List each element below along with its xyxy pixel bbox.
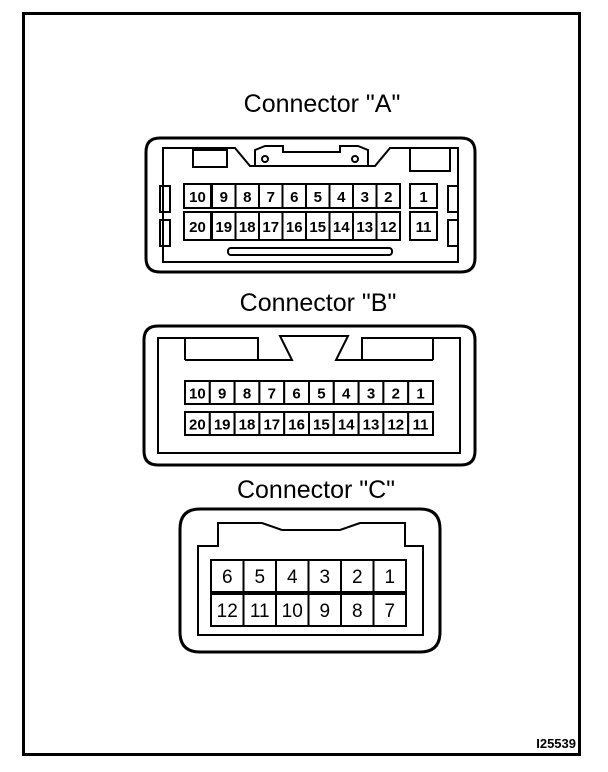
connector-a-pin-5: 5 — [314, 189, 322, 206]
connector-a-top-cell-2 — [375, 183, 401, 209]
connector-b-pin-1: 1 — [416, 386, 424, 403]
connector-a-inner-wall — [162, 147, 459, 263]
connector-a-pin-20: 20 — [189, 219, 206, 236]
connector-a-pin-14: 14 — [333, 219, 350, 236]
connector-c-top-cell-3 — [307, 559, 342, 593]
connector-a-pin-9: 9 — [220, 189, 228, 206]
connector-a-top-cell-1 — [409, 183, 438, 209]
connector-a-pin-11: 11 — [416, 219, 432, 236]
connector-c-title: Connector "C" — [237, 476, 395, 504]
connector-b-pin-14: 14 — [338, 417, 355, 434]
connector-b-housing — [142, 324, 477, 467]
connector-c-pin-8: 8 — [352, 601, 363, 622]
connector-b-pin-6: 6 — [292, 386, 300, 403]
connector-b-pin-4: 4 — [342, 386, 351, 403]
connector-b-pin-9: 9 — [218, 386, 226, 403]
connector-c-housing — [178, 507, 442, 654]
connector-a-pin-17: 17 — [262, 219, 279, 236]
connector-b-pin-18: 18 — [239, 417, 256, 434]
connector-b-pin-10: 10 — [189, 386, 206, 403]
connector-a-pin-6: 6 — [290, 189, 298, 206]
connector-c-pin-5: 5 — [254, 567, 265, 588]
connector-b-pin-3: 3 — [367, 386, 375, 403]
connector-a-bottom-cell-12 — [375, 211, 401, 241]
connector-a-title: Connector "A" — [244, 90, 401, 118]
connector-c-top-cell-2 — [340, 559, 375, 593]
connector-b-pin-15: 15 — [313, 417, 330, 434]
connector-b-pin-19: 19 — [214, 417, 231, 434]
connector-a-pin-12: 12 — [380, 219, 397, 236]
connector-c-pin-2: 2 — [352, 567, 363, 588]
connector-a-pin-13: 13 — [356, 219, 373, 236]
connector-c-top-cell-1 — [372, 559, 407, 593]
connector-a-latch-left — [192, 149, 228, 168]
connector-a-pin-15: 15 — [309, 219, 326, 236]
connector-a-pin-7: 7 — [267, 189, 275, 206]
connector-a-lock-hole-right — [351, 155, 359, 163]
connector-a-pin-2: 2 — [384, 189, 392, 206]
connector-a-bottom-cell-11 — [409, 211, 438, 241]
connector-a-pin-10: 10 — [189, 189, 206, 206]
connector-a-latch-right — [409, 147, 451, 172]
figure-code: I25539 — [536, 736, 576, 751]
connector-c-pin-6: 6 — [222, 567, 233, 588]
connector-c-bottom-cell-7 — [372, 593, 407, 627]
connector-c-pin-10: 10 — [282, 601, 303, 622]
connector-a-pin-18: 18 — [239, 219, 256, 236]
connector-a-bottom-cell-20 — [183, 211, 212, 241]
connector-c-pin-11: 11 — [250, 601, 270, 622]
connector-c-inner-wall — [197, 522, 424, 636]
connector-a-pin-4: 4 — [337, 189, 346, 206]
connector-a-rib-right-top — [447, 185, 459, 213]
connector-a-pin-1: 1 — [419, 189, 427, 206]
connector-b-pin-17: 17 — [263, 417, 280, 434]
connector-b-pin-5: 5 — [317, 386, 325, 403]
connector-a-pin-16: 16 — [286, 219, 303, 236]
connector-c-bottom-cell-11 — [242, 593, 277, 627]
connector-a-lock-tab — [254, 145, 369, 167]
connector-a-pin-19: 19 — [215, 219, 232, 236]
connector-b-pin-13: 13 — [363, 417, 380, 434]
connector-c-top-cell-4 — [275, 559, 310, 593]
connector-a-housing — [144, 136, 477, 274]
connector-c-pin-12: 12 — [217, 601, 238, 622]
connector-b-top-cell-1 — [407, 380, 435, 405]
connector-b-pin-12: 12 — [387, 417, 404, 434]
connector-b-pin-8: 8 — [243, 386, 251, 403]
connector-b-pin-7: 7 — [268, 386, 276, 403]
connector-a-rib-right-bottom — [447, 219, 459, 247]
connector-b-pin-20: 20 — [189, 417, 206, 434]
connector-b-pin-11: 11 — [413, 417, 429, 434]
connector-c-top-cell-5 — [242, 559, 277, 593]
connector-b-title: Connector "B" — [240, 289, 397, 317]
connector-a-lock-hole-left — [261, 155, 269, 163]
connector-b-bottom-cell-11 — [407, 411, 435, 436]
connector-a-pin-3: 3 — [361, 189, 369, 206]
connector-a-rib-left-top — [159, 185, 171, 213]
connector-a-pin-8: 8 — [243, 189, 251, 206]
connector-c-pin-3: 3 — [319, 567, 330, 588]
connector-c-pin-4: 4 — [287, 567, 298, 588]
connector-a-bottom-slot — [227, 247, 393, 256]
connector-b-pin-16: 16 — [288, 417, 305, 434]
connector-a-rib-left-bottom — [159, 219, 171, 247]
connector-c-pin-7: 7 — [384, 601, 395, 622]
connector-c-pin-1: 1 — [384, 567, 395, 588]
connector-c-pin-9: 9 — [319, 601, 330, 622]
connector-b-pin-2: 2 — [392, 386, 400, 403]
